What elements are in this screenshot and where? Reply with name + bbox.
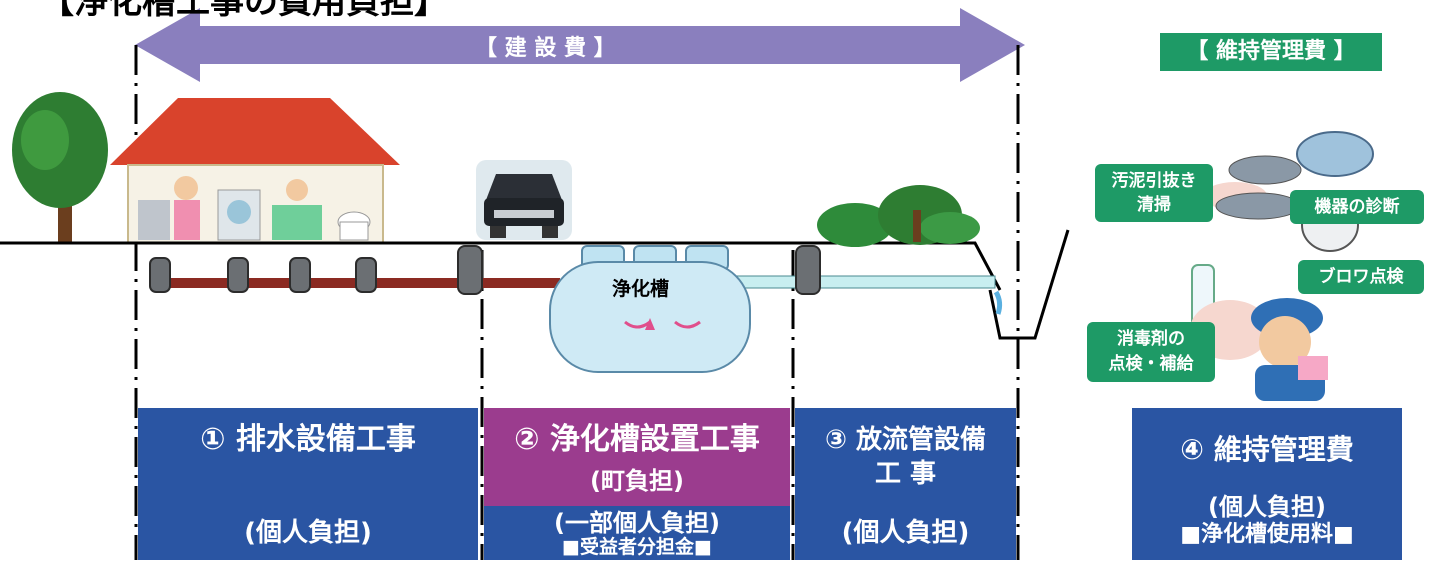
- discharge-pipe-box: ③ 放流管設備 工 事 (個人負担): [795, 408, 1016, 560]
- disinfectant-line-1: 消毒剤の: [1117, 329, 1185, 349]
- outflow-pipe: [734, 275, 996, 289]
- sludge-line-2: 清掃: [1137, 195, 1171, 215]
- discharge-burden: (個人負担): [841, 518, 970, 548]
- tree-left: [12, 92, 108, 242]
- ditch: [988, 229, 1070, 340]
- drainage-burden: (個人負担): [244, 518, 372, 548]
- tank-install-partial-burden: (一部個人負担): [554, 509, 720, 537]
- usage-fee: ■浄化槽使用料■: [1180, 522, 1354, 547]
- construction-cost-label: 【 建 設 費 】: [475, 36, 616, 61]
- page-title: 【浄化槽工事の費用負担】: [40, 0, 448, 22]
- tank-install-box: ② 浄化槽設置工事 (町負担) (一部個人負担) ■受益者分担金■: [484, 408, 790, 560]
- tank-install-town-burden: (町負担): [590, 467, 684, 495]
- ground-line: [0, 241, 1002, 291]
- car: [476, 160, 572, 240]
- manholes: [149, 245, 821, 295]
- sludge-line-1: 汚泥引抜き: [1111, 171, 1197, 191]
- discharge-title-1: ③ 放流管設備: [824, 425, 987, 455]
- blower-inspection-tag: ブロワ点検: [1298, 260, 1424, 294]
- disinfectant-line-2: 点検・補給: [1108, 354, 1194, 374]
- beneficiary-fee: ■受益者分担金■: [562, 536, 712, 558]
- maintenance-title: ④ 維持管理費: [1180, 433, 1354, 466]
- boundary-lines: [134, 45, 1020, 560]
- drainage-title: ① 排水設備工事: [200, 422, 416, 457]
- tank-install-title: ② 浄化槽設置工事: [514, 422, 760, 457]
- septic-tank-label: 浄化槽: [612, 278, 670, 300]
- construction-cost-arrow: [135, 8, 1025, 82]
- house: [110, 98, 400, 244]
- bushes: [817, 185, 980, 247]
- maintenance-cost-box: ④ 維持管理費 (個人負担) ■浄化槽使用料■: [1132, 408, 1402, 560]
- septic-tank-body: [549, 245, 751, 373]
- sludge-cleaning-tag: 汚泥引抜き 清掃: [1095, 164, 1213, 222]
- maintenance-burden: (個人負担): [1208, 493, 1326, 521]
- tank-install-purple: [484, 408, 790, 506]
- maintenance-cost-header: 【 維持管理費 】: [1160, 33, 1382, 71]
- disinfectant-tag: 消毒剤の 点検・補給: [1087, 322, 1215, 382]
- drainage-works-box: ① 排水設備工事 (個人負担): [138, 408, 478, 560]
- equipment-diagnosis-tag: 機器の診断: [1290, 190, 1424, 224]
- discharge-title-2: 工 事: [874, 459, 937, 489]
